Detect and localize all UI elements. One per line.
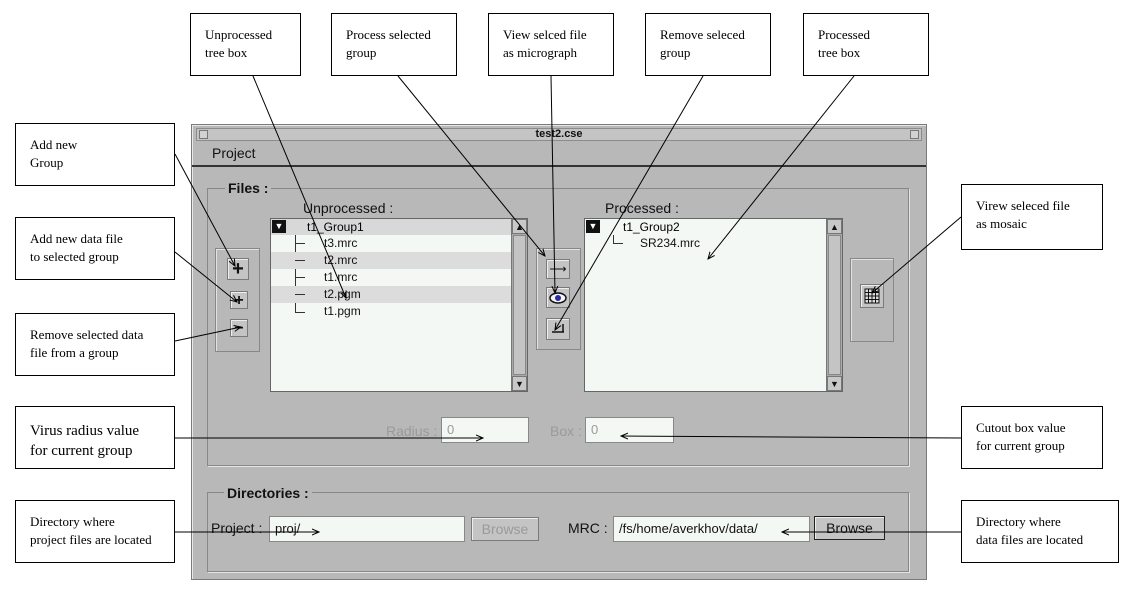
chevron-down-icon[interactable]: ▼: [272, 220, 286, 233]
files-group-label: Files :: [225, 180, 272, 196]
project-dir-input[interactable]: proj/: [269, 516, 465, 542]
tree-line: [295, 235, 296, 313]
box-input[interactable]: 0: [585, 417, 674, 443]
scroll-thumb[interactable]: [828, 235, 841, 375]
scroll-up-icon[interactable]: ▲: [827, 219, 842, 234]
group-name: t1_Group1: [307, 220, 364, 234]
processed-scrollbar[interactable]: ▲ ▼: [826, 219, 842, 391]
unprocessed-tree[interactable]: ▼ t1_Group1 t3.mrc t2.mrc t1.mrc t2.pgm …: [270, 218, 528, 392]
scroll-thumb[interactable]: [513, 235, 526, 375]
processed-tree[interactable]: ▼ t1_Group2 SR234.mrc ▲ ▼: [584, 218, 843, 392]
arrow-processed-tree: [708, 75, 855, 259]
scroll-down-icon[interactable]: ▼: [512, 376, 527, 391]
process-arrow-icon: ⟶: [549, 262, 567, 276]
files-group: [207, 188, 909, 466]
arrow-add-group: [174, 153, 235, 266]
arrow-remove-file: [174, 327, 241, 342]
arrow-remove-group: [555, 75, 704, 330]
window-resize-button[interactable]: [910, 130, 919, 139]
menu-bar: Project: [192, 143, 926, 167]
window-menu-button[interactable]: [199, 130, 208, 139]
file-button-panel: [215, 248, 260, 352]
process-group-button[interactable]: ⟶: [546, 259, 570, 279]
chevron-down-icon[interactable]: ▼: [586, 220, 600, 233]
list-item[interactable]: t1.mrc: [271, 269, 511, 286]
box-label: Box :: [550, 423, 582, 439]
arrow-unprocessed-tree: [252, 75, 346, 298]
menu-project[interactable]: Project: [212, 145, 256, 161]
process-button-panel: [536, 248, 581, 350]
list-item[interactable]: SR234.mrc: [585, 235, 826, 252]
unprocessed-label: Unprocessed :: [303, 200, 394, 216]
group-name: t1_Group2: [623, 220, 680, 234]
mosaic-button-panel: [850, 258, 894, 342]
list-item[interactable]: t3.mrc: [271, 235, 511, 252]
arrow-view-mosaic: [872, 216, 962, 293]
radius-input[interactable]: 0: [441, 417, 529, 443]
scroll-up-icon[interactable]: ▲: [512, 219, 527, 234]
radius-label: Radius :: [386, 423, 438, 439]
arrow-process-group: [397, 75, 545, 256]
scroll-down-icon[interactable]: ▼: [827, 376, 842, 391]
title-bar[interactable]: test2.cse: [196, 128, 922, 141]
directories-group-label: Directories :: [224, 485, 312, 501]
mrc-dir-input[interactable]: /fs/home/averkhov/data/: [613, 516, 810, 542]
mrc-browse-button[interactable]: Browse: [814, 516, 885, 540]
list-item[interactable]: t2.mrc: [271, 252, 511, 269]
mrc-dir-label: MRC :: [568, 520, 608, 536]
tree-group-row[interactable]: ▼ t1_Group2: [585, 219, 826, 235]
arrow-add-file: [174, 251, 237, 302]
app-window: test2.cse Project Files : + + − Unproces…: [191, 124, 927, 580]
unprocessed-scrollbar[interactable]: ▲ ▼: [511, 219, 527, 391]
remove-group-icon: [552, 324, 564, 333]
arrow-cutout-box: [621, 436, 962, 438]
list-item[interactable]: t1.pgm: [271, 303, 511, 320]
window-title: test2.cse: [535, 128, 583, 140]
arrow-view-micrograph: [550, 75, 555, 293]
project-browse-button[interactable]: Browse: [471, 517, 539, 541]
tree-group-row[interactable]: ▼ t1_Group1: [271, 219, 511, 235]
plus-icon: +: [234, 292, 244, 309]
plus-icon: +: [232, 258, 244, 280]
